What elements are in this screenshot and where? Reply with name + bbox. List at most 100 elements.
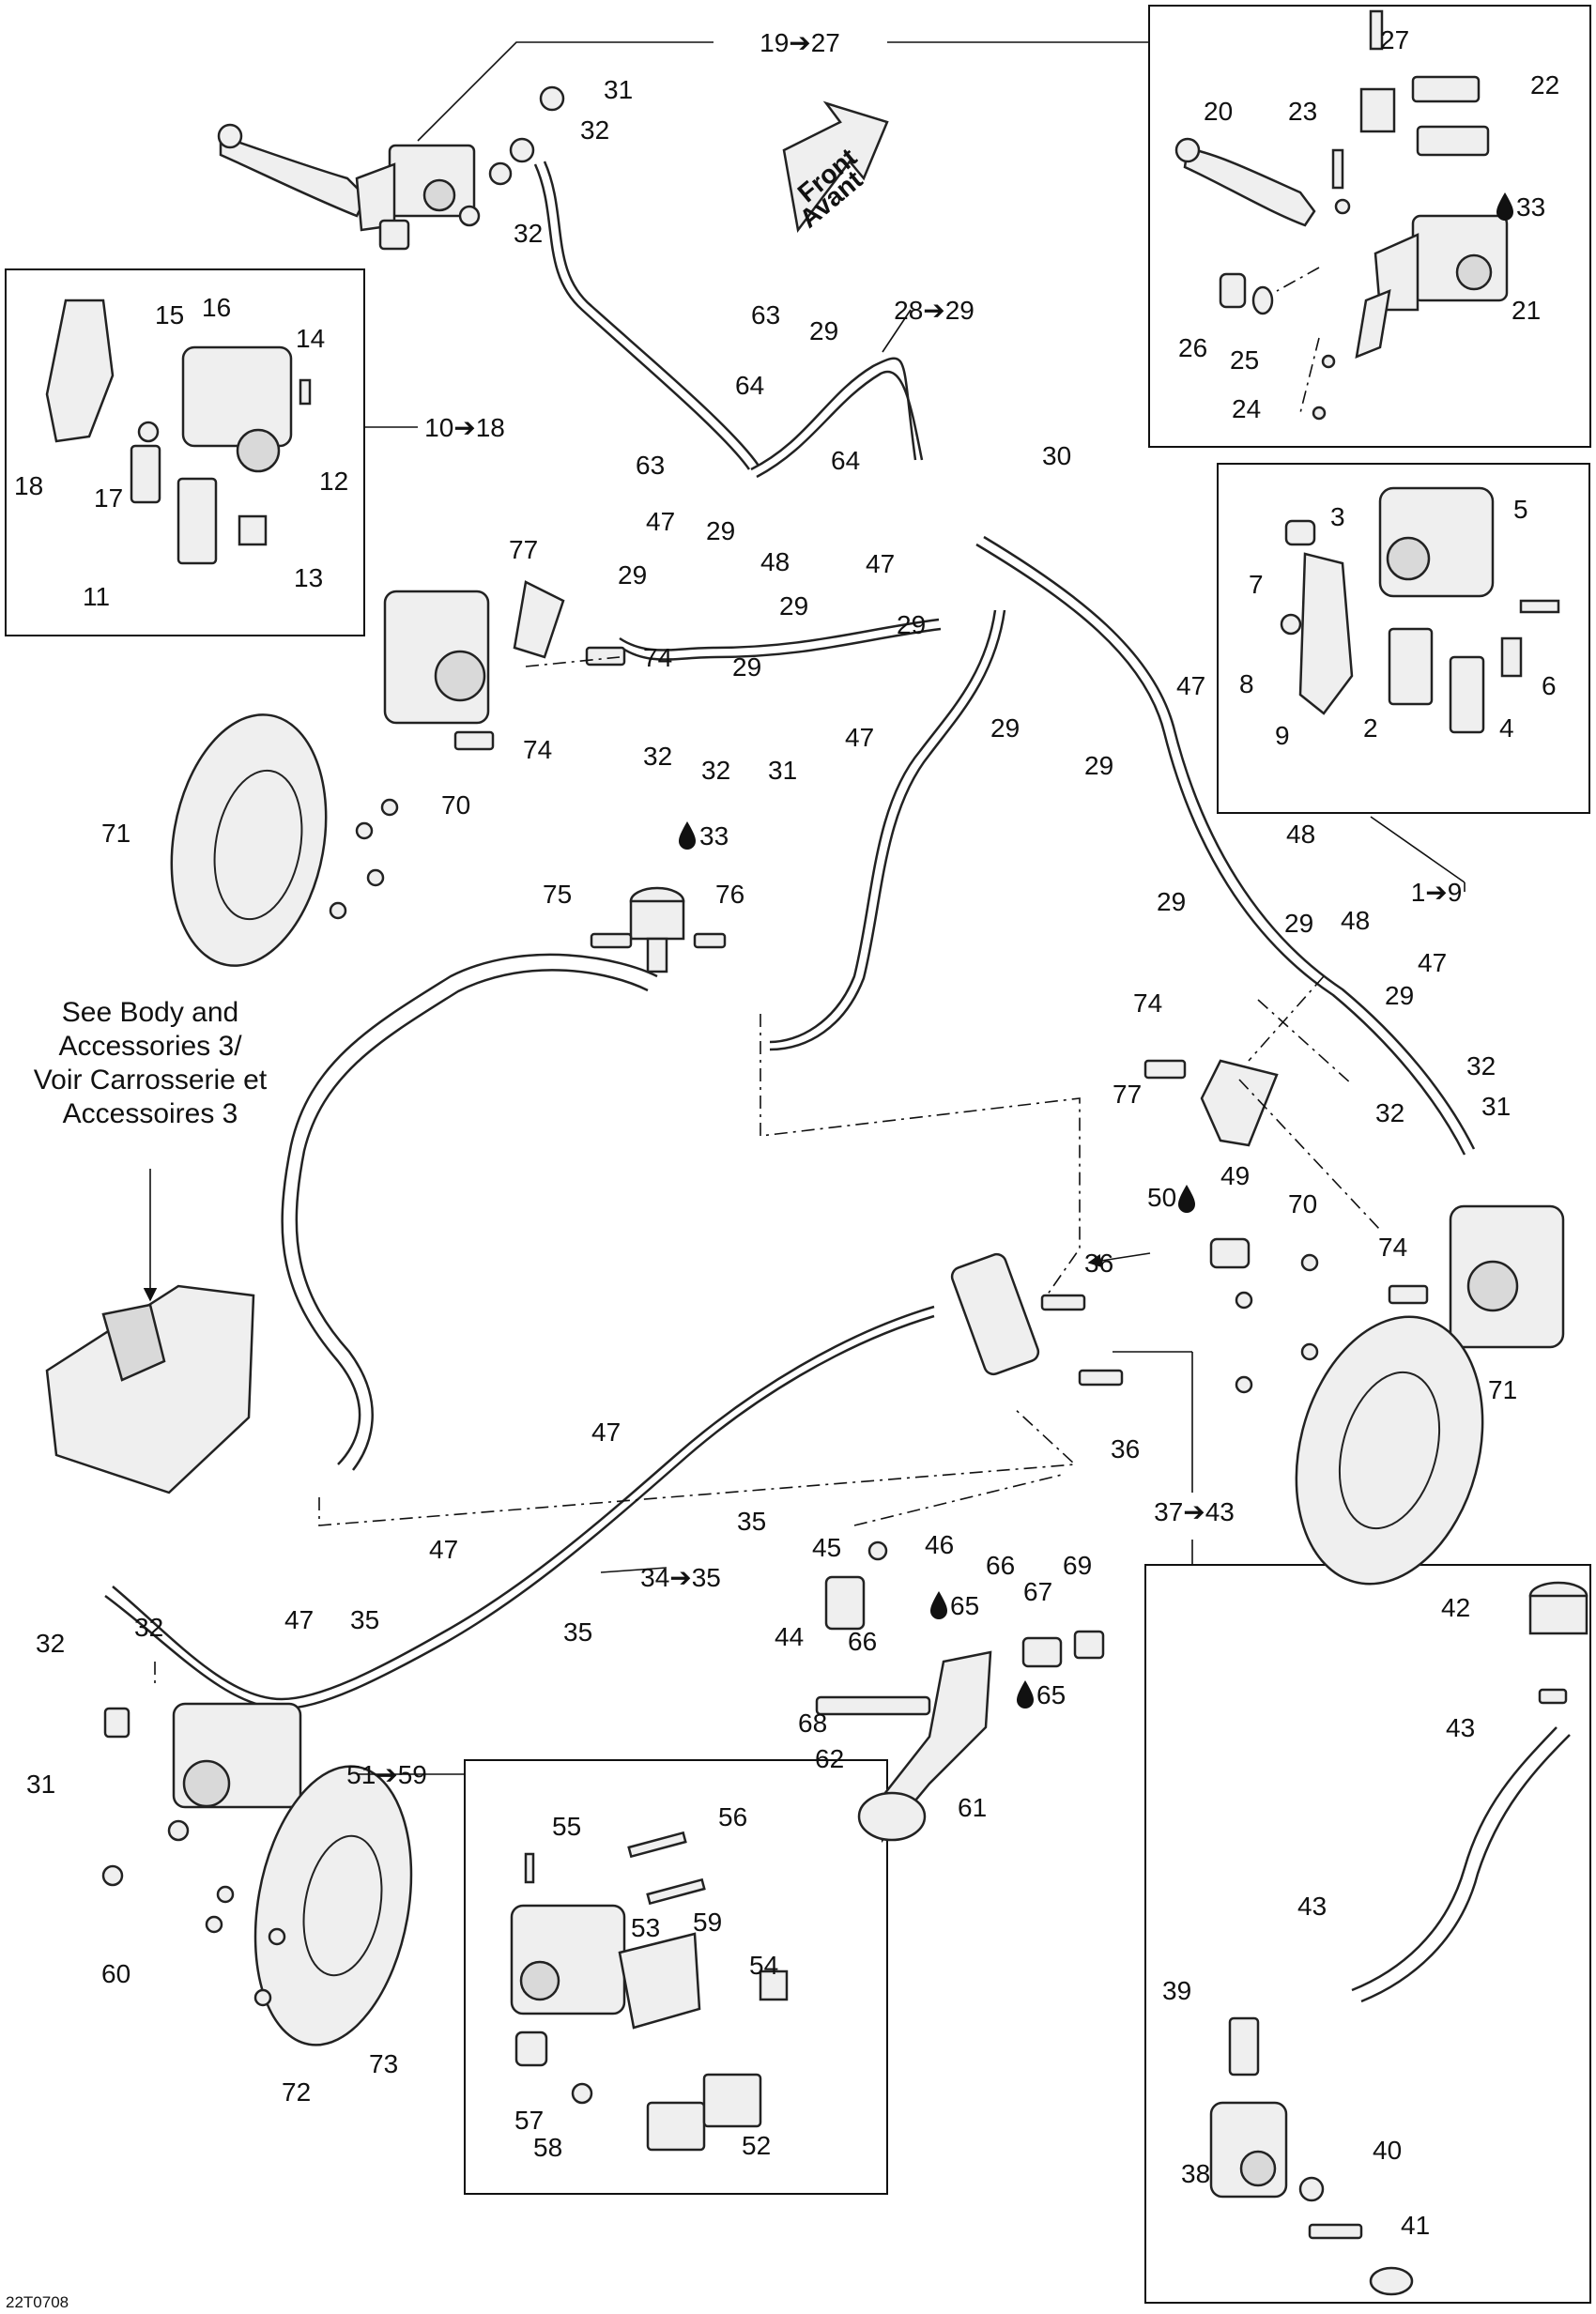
callout-47: 47 xyxy=(1176,671,1205,700)
callout-31: 31 xyxy=(1481,1092,1511,1121)
distribution-valve xyxy=(950,1237,1251,1387)
group-label-19-27: 19➔27 xyxy=(760,28,840,57)
callout-32: 32 xyxy=(134,1613,163,1642)
callout-57: 57 xyxy=(514,2106,544,2135)
body-accessory-part xyxy=(45,1284,255,1494)
callout-36: 36 xyxy=(1084,1249,1113,1278)
callout-66: 66 xyxy=(986,1551,1015,1580)
rear-caliper-exploded xyxy=(510,1831,789,2152)
callout-60: 60 xyxy=(101,1959,130,1988)
brake-lines xyxy=(104,161,1476,1710)
callout-56: 56 xyxy=(718,1802,747,1831)
callout-13: 13 xyxy=(294,563,323,592)
callout-43: 43 xyxy=(1446,1713,1475,1742)
callout-2: 2 xyxy=(1363,713,1378,743)
fluid-labels: 33 33 50 65 65 xyxy=(679,192,1545,1709)
callout-32: 32 xyxy=(36,1629,65,1658)
callout-71: 71 xyxy=(1488,1375,1517,1404)
callout-17: 17 xyxy=(94,483,123,513)
callout-46: 46 xyxy=(925,1530,954,1559)
callout-6: 6 xyxy=(1542,671,1557,700)
fluid-drop-icon xyxy=(1496,192,1513,221)
callout-31: 31 xyxy=(768,756,797,785)
rear-caliper xyxy=(101,1702,302,1887)
callout-43: 43 xyxy=(1297,1892,1327,1921)
callout-47: 47 xyxy=(646,507,675,536)
callout-45: 45 xyxy=(812,1533,841,1562)
callout-41: 41 xyxy=(1401,2211,1430,2240)
callout-23: 23 xyxy=(1288,97,1317,126)
callout-39: 39 xyxy=(1162,1976,1191,2005)
callout-69: 69 xyxy=(1063,1551,1092,1580)
fluid-label-33-reservoir: 33 xyxy=(699,821,729,851)
group-label-28-29: 28➔29 xyxy=(894,296,974,325)
group-label-10-18: 10➔18 xyxy=(424,413,505,442)
callout-40: 40 xyxy=(1373,2136,1402,2165)
note-line-4: Accessoires 3 xyxy=(63,1098,238,1129)
callout-29: 29 xyxy=(779,591,808,621)
callout-76: 76 xyxy=(715,880,744,909)
callout-63: 63 xyxy=(751,300,780,329)
callout-32: 32 xyxy=(514,219,543,248)
callout-62: 62 xyxy=(815,1744,844,1773)
callout-47: 47 xyxy=(866,549,895,578)
callout-67: 67 xyxy=(1023,1577,1052,1606)
reservoir-front xyxy=(590,886,727,973)
callout-44: 44 xyxy=(775,1622,804,1651)
callout-26: 26 xyxy=(1178,333,1207,362)
callout-29: 29 xyxy=(1284,909,1313,938)
callout-18: 18 xyxy=(14,471,43,500)
rear-master-cylinder-exploded xyxy=(1209,1581,1588,2296)
callout-35: 35 xyxy=(563,1617,592,1647)
rear-brake-pedal xyxy=(815,1540,1105,1844)
brake-disc-rear xyxy=(205,1765,413,2046)
callout-29: 29 xyxy=(1385,981,1414,1010)
diagram-code: 22T0708 xyxy=(6,2293,69,2311)
part-callouts: 31 32 32 20 21 22 23 24 25 26 27 15 16 1… xyxy=(14,25,1559,2240)
callout-66: 66 xyxy=(848,1627,877,1656)
callout-29: 29 xyxy=(990,713,1020,743)
callout-14: 14 xyxy=(296,324,325,353)
fluid-drop-icon xyxy=(1178,1185,1195,1213)
callout-32: 32 xyxy=(580,115,609,145)
callout-29: 29 xyxy=(1157,887,1186,916)
callout-74: 74 xyxy=(643,643,672,672)
callout-31: 31 xyxy=(604,75,633,104)
callout-59: 59 xyxy=(693,1908,722,1937)
fluid-drop-icon xyxy=(1017,1680,1034,1709)
callout-70: 70 xyxy=(441,790,470,820)
callout-47: 47 xyxy=(284,1605,314,1634)
callout-74: 74 xyxy=(1378,1233,1407,1262)
callout-70: 70 xyxy=(1288,1189,1317,1218)
callout-74: 74 xyxy=(523,735,552,764)
callout-29: 29 xyxy=(732,652,761,682)
callout-12: 12 xyxy=(319,467,348,496)
callout-32: 32 xyxy=(643,742,672,771)
inset-box-front-caliper-right xyxy=(1217,463,1590,814)
callout-73: 73 xyxy=(369,2049,398,2078)
callout-75: 75 xyxy=(543,880,572,909)
callout-68: 68 xyxy=(798,1709,827,1738)
callout-72: 72 xyxy=(282,2077,311,2107)
callout-20: 20 xyxy=(1204,97,1233,126)
callout-35: 35 xyxy=(350,1605,379,1634)
callout-64: 64 xyxy=(831,446,860,475)
dashed-connectors xyxy=(154,267,1381,1685)
inset-box-master-cylinder xyxy=(1148,5,1591,448)
callout-29: 29 xyxy=(897,610,926,639)
callout-77: 77 xyxy=(509,535,538,564)
inset-box-rear-caliper xyxy=(464,1759,888,2195)
callout-48: 48 xyxy=(1341,906,1370,935)
group-label-51-59: 51➔59 xyxy=(346,1760,427,1789)
callout-29: 29 xyxy=(809,316,838,345)
fluid-drop-icon xyxy=(679,821,696,850)
callout-38: 38 xyxy=(1181,2159,1210,2188)
callout-8: 8 xyxy=(1239,669,1254,698)
callout-5: 5 xyxy=(1513,495,1528,524)
callout-64: 64 xyxy=(735,371,764,400)
group-labels: 19➔27 10➔18 28➔29 1➔9 37➔43 34➔35 51➔59 xyxy=(346,28,1462,1789)
group-label-37-43: 37➔43 xyxy=(1154,1497,1235,1526)
callout-63: 63 xyxy=(636,451,665,480)
callout-32: 32 xyxy=(701,756,730,785)
